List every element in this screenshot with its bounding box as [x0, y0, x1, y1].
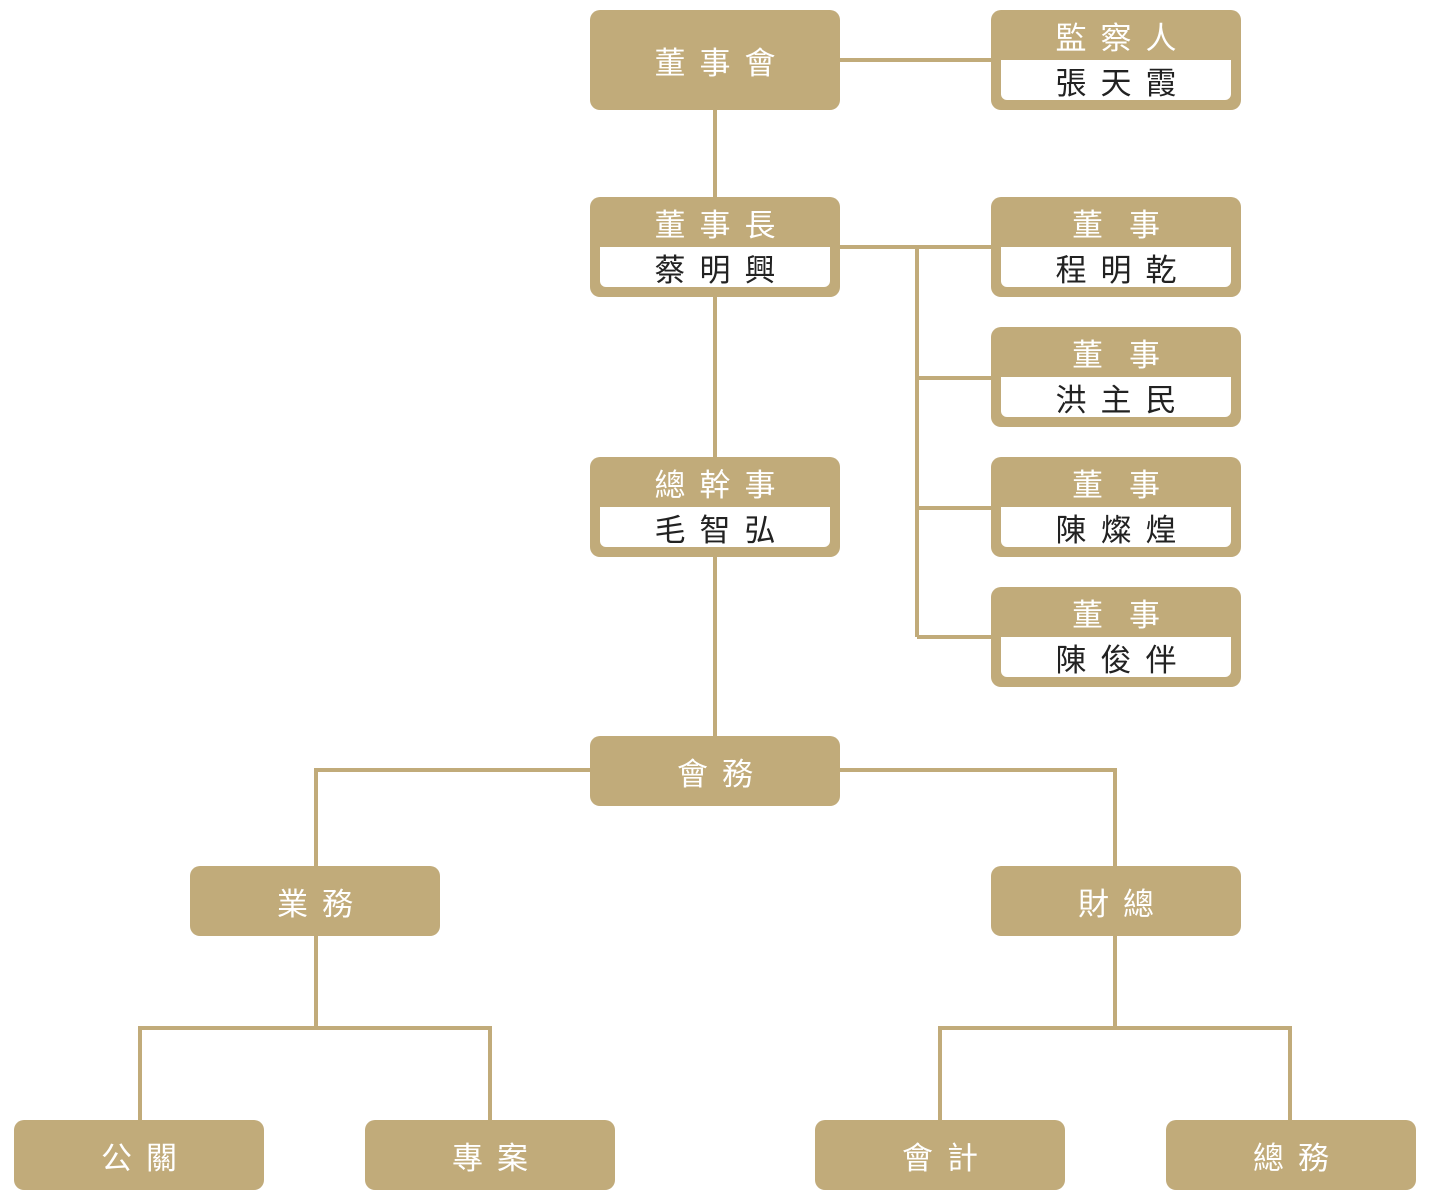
projects-title: 專案	[452, 1140, 542, 1177]
public-relations-node: 公關	[14, 1120, 264, 1190]
director-node: 董事 陳燦煌	[991, 457, 1241, 557]
chairman-name: 蔡明興	[600, 247, 830, 289]
director-title: 董事	[1072, 337, 1186, 374]
supervisor-title: 監察人	[1055, 20, 1191, 57]
director-title: 董事	[1072, 207, 1186, 244]
secretary-general-title: 總幹事	[654, 467, 790, 504]
board-node: 董事會	[590, 10, 840, 110]
business-title: 業務	[277, 886, 367, 923]
director-title: 董事	[1072, 467, 1186, 504]
supervisor-node: 監察人 張天霞	[991, 10, 1241, 110]
director-title: 董事	[1072, 597, 1186, 634]
director-name: 洪主民	[1001, 377, 1231, 419]
chairman-node: 董事長 蔡明興	[590, 197, 840, 297]
finance-node: 財總	[991, 866, 1241, 936]
public-relations-title: 公關	[101, 1140, 191, 1177]
secretary-general-node: 總幹事 毛智弘	[590, 457, 840, 557]
accounting-node: 會計	[815, 1120, 1065, 1190]
accounting-title: 會計	[902, 1140, 992, 1177]
chairman-title: 董事長	[654, 207, 790, 244]
director-name: 程明乾	[1001, 247, 1231, 289]
board-title: 董事會	[654, 45, 790, 82]
director-node: 董事 陳俊伴	[991, 587, 1241, 687]
general-affairs-title: 總務	[1253, 1140, 1343, 1177]
director-name: 陳燦煌	[1001, 507, 1231, 549]
projects-node: 專案	[365, 1120, 615, 1190]
director-node: 董事 程明乾	[991, 197, 1241, 297]
secretary-general-name: 毛智弘	[600, 507, 830, 549]
affairs-title: 會務	[677, 756, 767, 793]
business-node: 業務	[190, 866, 440, 936]
director-name: 陳俊伴	[1001, 637, 1231, 679]
affairs-node: 會務	[590, 736, 840, 806]
supervisor-name: 張天霞	[1001, 60, 1231, 102]
general-affairs-node: 總務	[1166, 1120, 1416, 1190]
finance-title: 財總	[1078, 886, 1168, 923]
director-node: 董事 洪主民	[991, 327, 1241, 427]
